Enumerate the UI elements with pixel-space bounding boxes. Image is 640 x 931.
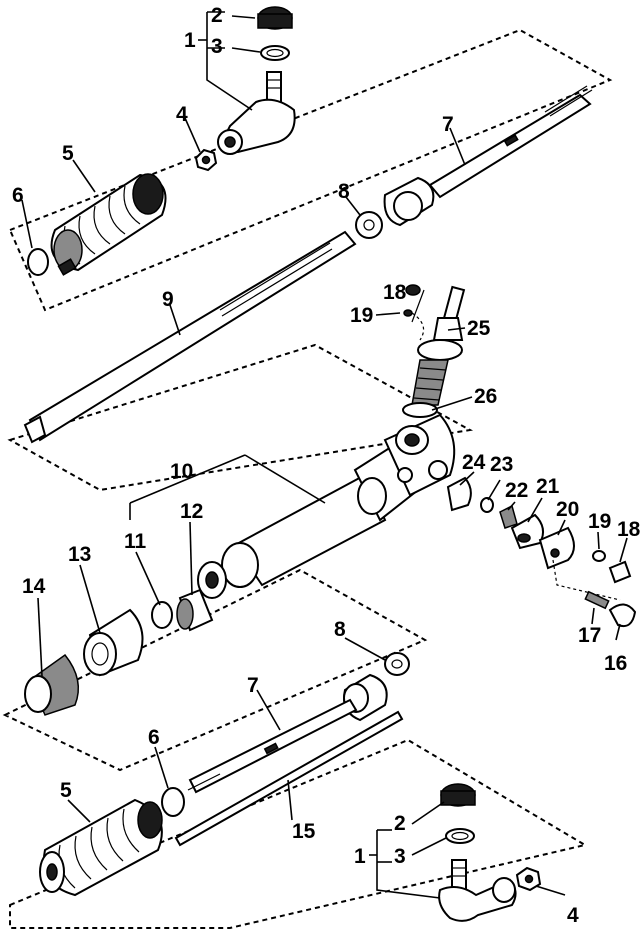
adjuster-assembly bbox=[446, 476, 637, 628]
callout-6-bottom: 6 bbox=[148, 726, 160, 749]
mount-14 bbox=[24, 653, 80, 716]
lower-tie-rod-group-frame bbox=[9, 738, 588, 929]
callout-1-bottom: 1 bbox=[354, 845, 366, 868]
inner-tie-rod-top bbox=[383, 85, 593, 227]
callout-10: 10 bbox=[170, 460, 193, 483]
clamp-bottom bbox=[161, 787, 185, 817]
callout-7-top: 7 bbox=[442, 113, 454, 136]
gasket-26 bbox=[402, 402, 438, 418]
boot-top bbox=[50, 173, 167, 276]
inner-tie-rod-bottom bbox=[187, 673, 388, 794]
callout-13: 13 bbox=[68, 543, 91, 566]
callout-4-bottom: 4 bbox=[567, 904, 579, 927]
callout-2-top: 2 bbox=[211, 4, 223, 27]
callout-21: 21 bbox=[536, 475, 560, 498]
callout-19-right: 19 bbox=[588, 510, 611, 533]
washer-top bbox=[355, 211, 383, 239]
callout-6-top: 6 bbox=[12, 184, 24, 207]
callout-4-top: 4 bbox=[176, 103, 188, 126]
washer-bottom bbox=[384, 652, 410, 676]
callout-18-right: 18 bbox=[617, 518, 640, 541]
callout-9: 9 bbox=[162, 288, 174, 311]
callout-1-bracket-bottom bbox=[369, 829, 441, 899]
callout-19-top: 19 bbox=[350, 304, 373, 327]
callout-17: 17 bbox=[578, 624, 601, 647]
callout-5-bottom: 5 bbox=[60, 779, 72, 802]
rack-housing bbox=[197, 413, 456, 599]
callout-10-bracket bbox=[129, 454, 326, 520]
boot-bottom bbox=[39, 798, 163, 897]
callout-16: 16 bbox=[604, 652, 627, 675]
callout-8-top: 8 bbox=[338, 180, 350, 203]
callout-7-bottom: 7 bbox=[247, 674, 259, 697]
callout-1-top: 1 bbox=[184, 29, 196, 52]
callout-2-bottom: 2 bbox=[394, 812, 406, 835]
callout-15: 15 bbox=[292, 820, 316, 843]
callout-8-bottom: 8 bbox=[334, 618, 346, 641]
callout-20: 20 bbox=[556, 498, 579, 521]
callout-24: 24 bbox=[462, 451, 486, 474]
callout-23: 23 bbox=[490, 453, 513, 476]
callout-1-bracket-top bbox=[198, 11, 253, 111]
outer-tie-rod-end-top bbox=[194, 6, 296, 172]
steering-rack-bar bbox=[23, 230, 357, 444]
callout-3-bottom: 3 bbox=[394, 845, 406, 868]
leader-lines bbox=[21, 15, 628, 896]
callout-25: 25 bbox=[467, 317, 491, 340]
shaft-15 bbox=[174, 710, 404, 847]
callout-12: 12 bbox=[180, 500, 203, 523]
rack-housing-group-frame bbox=[7, 343, 474, 492]
callout-5-top: 5 bbox=[62, 142, 74, 165]
mount-13 bbox=[83, 608, 144, 677]
callout-labels: 2 1 3 4 5 6 7 8 9 18 19 25 26 10 11 12 1… bbox=[12, 4, 640, 927]
callout-3-top: 3 bbox=[211, 35, 223, 58]
callout-18-top: 18 bbox=[383, 281, 407, 304]
outer-tie-rod-end-bottom bbox=[438, 783, 542, 922]
callout-22: 22 bbox=[505, 479, 528, 502]
clamp-top bbox=[27, 248, 49, 276]
upper-tie-rod-group-frame bbox=[8, 28, 613, 312]
callout-26: 26 bbox=[474, 385, 497, 408]
callout-14: 14 bbox=[22, 575, 46, 598]
callout-11: 11 bbox=[124, 530, 147, 553]
bushing-12 bbox=[176, 588, 214, 632]
pinion-assembly bbox=[403, 284, 466, 406]
snap-ring-11 bbox=[151, 601, 173, 629]
